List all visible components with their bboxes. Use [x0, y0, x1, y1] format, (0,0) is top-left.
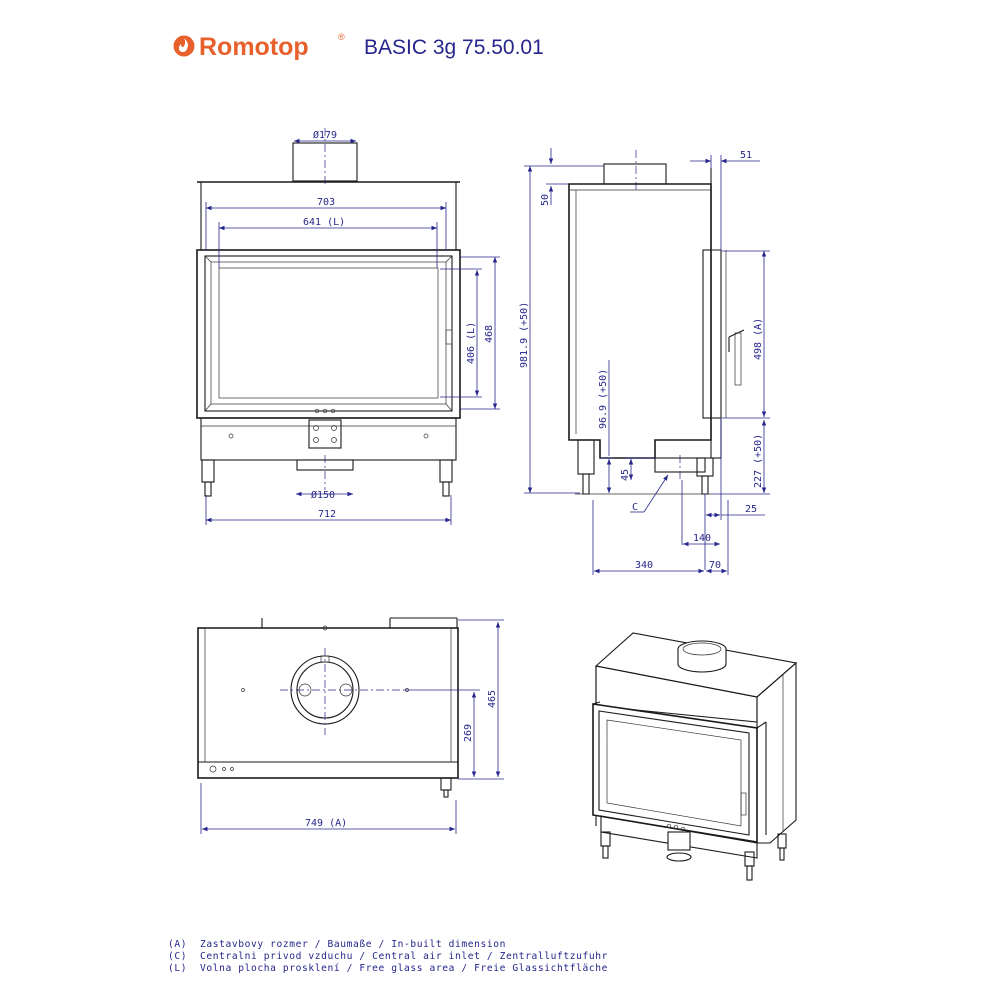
front-view: Ø179 703 641 (L) 406 (L) 468 Ø150 712 [196, 128, 500, 525]
legend: (A) Zastavbovy rozmer / Baumaße / In-bui… [168, 939, 608, 974]
callout-central-air: C [632, 502, 638, 513]
brand-logo: Romotop ® [173, 32, 345, 61]
legend-item-l: (L) Volna plocha prosklení / Free glass … [168, 962, 608, 974]
flame-icon [173, 35, 195, 57]
dim-depth-25: 25 [745, 504, 757, 515]
dim-inlet-offset: 45 [620, 469, 631, 481]
svg-text:(C): (C) [168, 951, 187, 962]
dim-leg-height: 227 (+50) [753, 434, 764, 488]
dim-glass-height: 406 (L) [466, 322, 477, 364]
dim-depth-340: 340 [635, 560, 653, 571]
isometric-view [592, 632, 798, 881]
model-title: BASIC 3g 75.50.01 [364, 36, 544, 59]
dim-glass-width: 641 (L) [303, 217, 345, 228]
dim-base-width: 712 [318, 509, 336, 520]
dim-inlet-height: 96.9 (+50) [598, 369, 609, 429]
svg-text:(L): (L) [168, 963, 187, 974]
dim-center-offset: 269 [463, 724, 474, 742]
svg-text:Volna plocha prosklení / Free: Volna plocha prosklení / Free glass area… [200, 962, 608, 974]
dim-door-height: 468 [484, 325, 495, 343]
dim-total-height: 981.9 (+50) [519, 302, 530, 368]
top-view: 465 269 749 (A) [197, 617, 504, 834]
dim-top-offset: 50 [540, 194, 551, 206]
dim-top-width: 749 (A) [305, 818, 347, 829]
dim-top-depth: 465 [487, 690, 498, 708]
svg-text:(A): (A) [168, 939, 187, 950]
dim-width-703: 703 [317, 197, 335, 208]
svg-text:Zastavbovy rozmer / Baumaße /: Zastavbovy rozmer / Baumaße / In-built d… [200, 939, 506, 950]
svg-text:Centralni privod vzduchu / Cen: Centralni privod vzduchu / Central air i… [200, 951, 608, 962]
legend-item-c: (C) Centralni privod vzduchu / Central a… [168, 951, 608, 962]
dim-inbuilt-height: 498 (A) [753, 318, 764, 360]
registered-mark: ® [338, 32, 345, 42]
dim-top-right: 51 [740, 150, 752, 161]
dim-depth-70: 70 [709, 560, 721, 571]
dim-flue-diameter: Ø179 [313, 129, 337, 141]
dim-depth-140: 140 [693, 533, 711, 544]
dim-air-inlet-diameter: Ø150 [311, 489, 335, 501]
legend-item-a: (A) Zastavbovy rozmer / Baumaße / In-bui… [168, 939, 506, 950]
brand-name: Romotop [199, 33, 309, 61]
side-view: 981.9 (+50) 50 51 498 (A) 227 (+50) 96.9… [519, 148, 770, 575]
